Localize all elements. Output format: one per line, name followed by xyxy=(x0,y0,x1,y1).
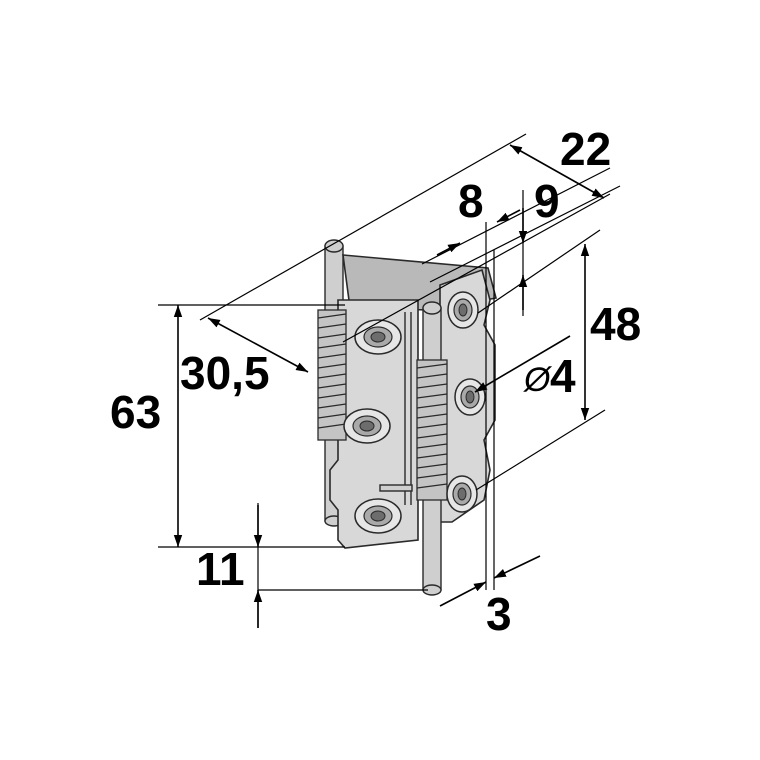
dim-48-extension-bottom xyxy=(475,409,606,491)
label-63: 63 xyxy=(110,386,161,438)
label-9: 9 xyxy=(534,175,560,227)
dim-3-arrow-b xyxy=(493,555,541,579)
right-leaf-hole-bottom xyxy=(446,475,478,513)
label-11: 11 xyxy=(196,543,245,595)
right-leaf-hole-middle xyxy=(454,378,486,416)
dim-48-extension-top xyxy=(477,229,601,314)
dim-8-arrow-a xyxy=(436,242,461,256)
dim-8-extension-a xyxy=(421,167,611,265)
dim-30-5-line xyxy=(207,317,309,373)
hinge-illustration xyxy=(317,239,497,596)
dim-22-extension-b xyxy=(342,193,611,343)
label-diameter-symbol: Ø xyxy=(523,361,553,399)
label-22: 22 xyxy=(560,123,611,175)
front-spring xyxy=(416,359,448,501)
dim-diameter-leader xyxy=(474,335,571,393)
left-leaf-hole-top xyxy=(354,319,402,355)
left-leaf-hole-bottom xyxy=(354,498,402,534)
label-diameter-4: 4 xyxy=(550,350,576,402)
label-48: 48 xyxy=(590,298,641,350)
dim-8-arrow-b xyxy=(496,209,521,223)
back-spring xyxy=(317,309,347,441)
dim-22-line xyxy=(509,144,605,199)
label-30-5: 30,5 xyxy=(180,347,270,399)
left-leaf-hole-middle xyxy=(343,408,391,444)
dimension-lines xyxy=(158,133,621,628)
dim-3-arrow-a xyxy=(439,581,487,607)
label-3: 3 xyxy=(486,588,512,640)
right-leaf-hole-top xyxy=(447,291,479,329)
label-8: 8 xyxy=(458,175,484,227)
dimension-labels: 22 8 9 48 Ø 4 30,5 63 11 3 xyxy=(110,123,641,640)
dim-22-extension-a xyxy=(199,133,527,321)
